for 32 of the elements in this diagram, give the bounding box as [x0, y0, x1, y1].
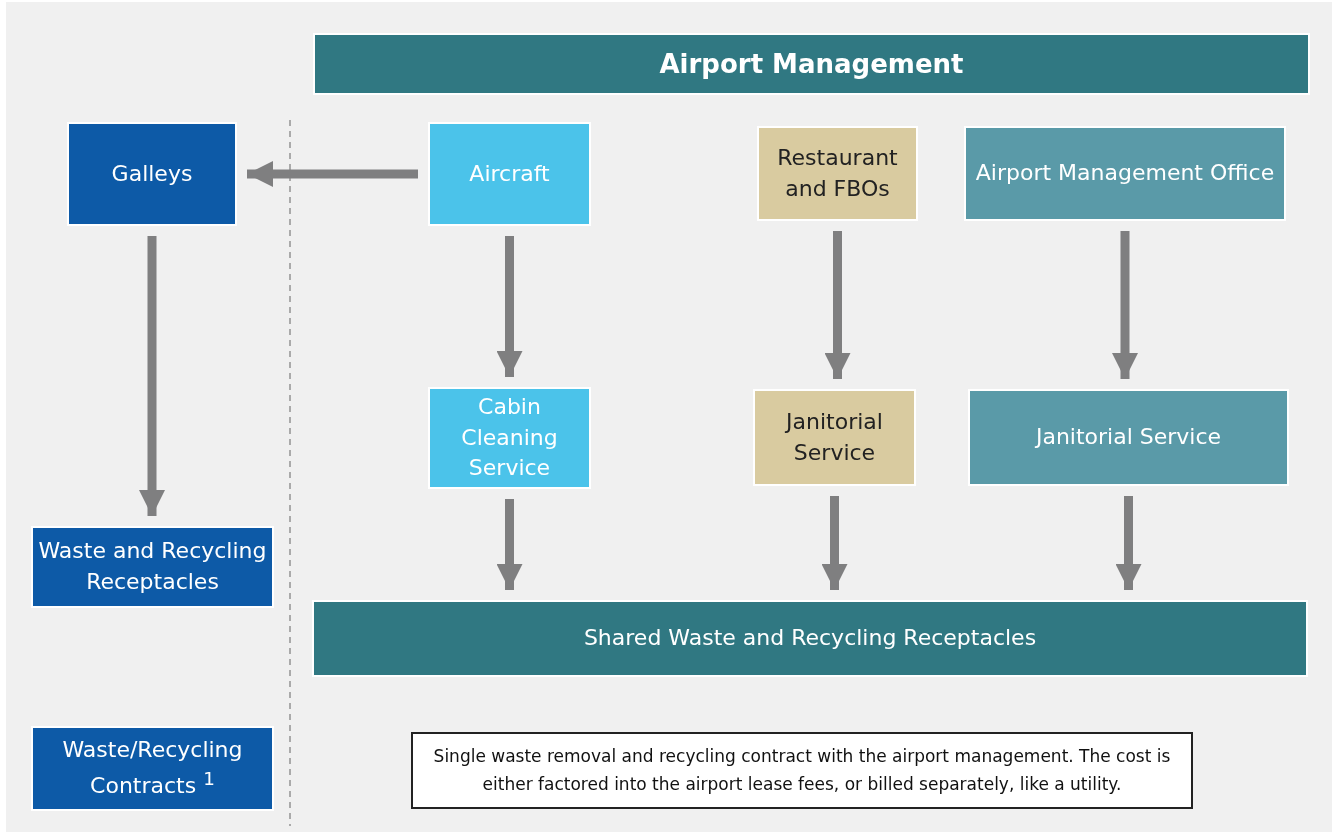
arrow: [824, 231, 851, 379]
process-box: [757, 126, 918, 221]
arrow: [496, 499, 523, 590]
process-box: [753, 389, 916, 486]
process-box: [964, 126, 1286, 221]
arrow: [139, 236, 165, 516]
node-label: Airport Management Office: [975, 159, 1275, 188]
arrow: [1115, 496, 1142, 590]
node-label: Restaurant and FBOs: [776, 143, 899, 203]
process-box: [31, 526, 274, 608]
node-label: Shared Waste and Recycling Receptacles: [583, 624, 1037, 653]
node-label: Waste/Recycling Contracts $^{1}$: [61, 736, 244, 801]
process-box: [428, 387, 591, 489]
process-box: [31, 726, 274, 811]
process-box: [67, 122, 237, 226]
process-box: [312, 600, 1308, 677]
arrow: [821, 496, 848, 590]
arrow: [1112, 231, 1138, 379]
node-label: Waste and Recycling Receptacles: [37, 537, 268, 596]
node-label: Janitorial Service: [784, 407, 884, 467]
node-label: Aircraft: [469, 159, 550, 188]
node-label: Janitorial Service: [1035, 423, 1222, 452]
process-box: [968, 389, 1289, 486]
arrow: [247, 161, 418, 187]
note-text: Single waste removal and recycling contract with the airport management. The cost is either factored into the airport lease fees, or billed separately, like a utility.: [432, 745, 1172, 796]
arrow: [496, 236, 523, 377]
title-band: [313, 33, 1310, 95]
node-label: Galleys: [111, 159, 193, 188]
node-label: Cabin Cleaning Service: [460, 392, 559, 483]
process-box: [428, 122, 591, 226]
note-box: [411, 732, 1193, 809]
title-text: Airport Management: [659, 47, 964, 81]
